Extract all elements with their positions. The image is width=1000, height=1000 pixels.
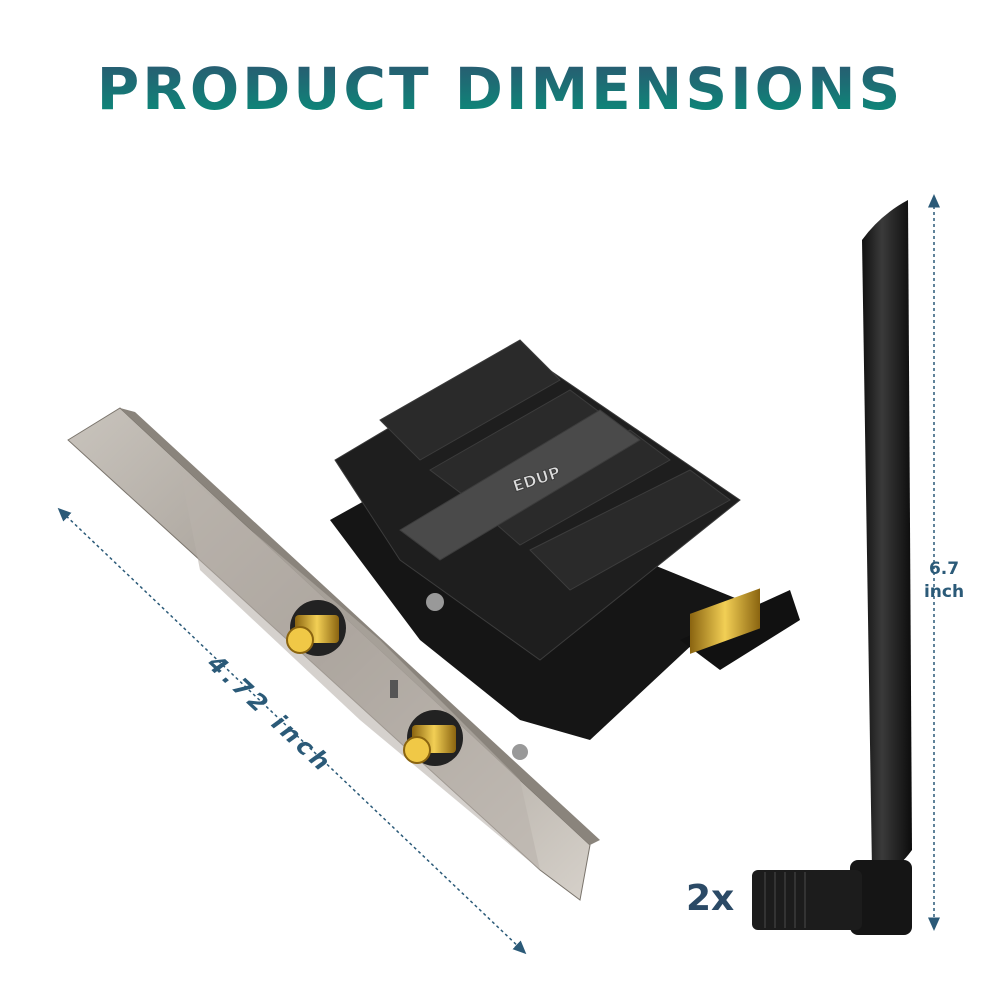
pci-bracket [67, 407, 600, 901]
gold-contacts [690, 588, 760, 654]
height-value: 6.7 [928, 559, 960, 579]
page-title: PRODUCT DIMENSIONS [0, 55, 1000, 123]
antenna-quantity: 2x [686, 878, 735, 919]
antenna-connector [286, 600, 346, 656]
height-unit: inch [923, 582, 965, 602]
height-dimension-label: 6.7 inch [912, 558, 976, 604]
antenna [752, 200, 912, 935]
heatsink: EDUP [334, 339, 741, 661]
length-dimension-line [57, 507, 527, 955]
antenna-connector [403, 710, 463, 766]
